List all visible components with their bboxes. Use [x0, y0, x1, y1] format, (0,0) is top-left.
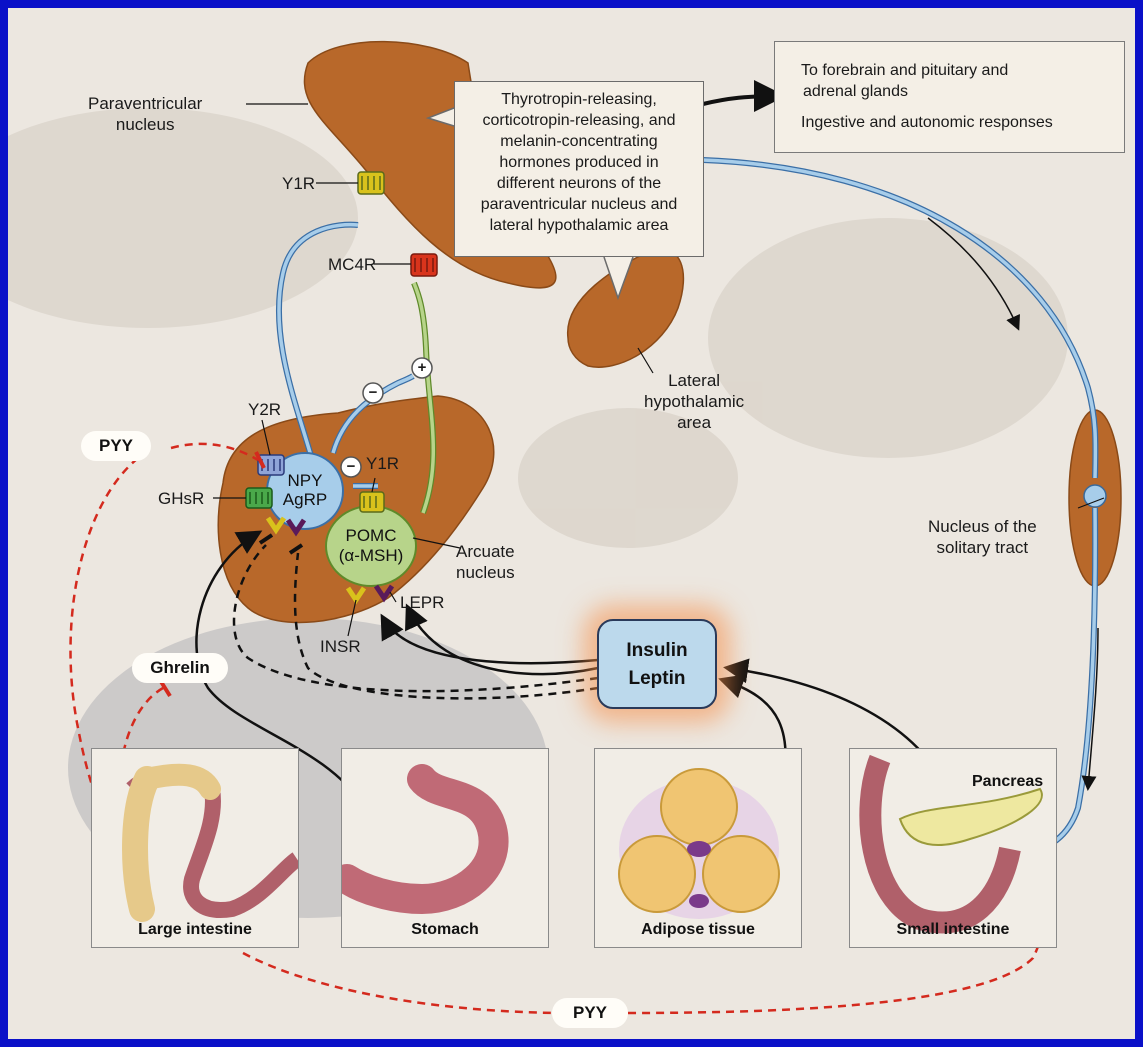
- pancreas-label: Pancreas: [972, 773, 1043, 791]
- lateral-hypothalamic-area-label: Lateral hypothalamic area: [644, 370, 744, 433]
- npy-label: NPY: [280, 471, 330, 491]
- callout-line: Thyrotropin-releasing,: [455, 89, 703, 110]
- insr-label: INSR: [320, 636, 361, 657]
- pomc-label: POMC: [331, 526, 411, 546]
- diagram-canvas: Paraventricular nucleus Y1R MC4R Y2R PYY…: [8, 8, 1135, 1039]
- y1r-mid-label: Y1R: [366, 453, 399, 474]
- callout-line: corticotropin-releasing, and: [455, 110, 703, 131]
- y2r-label: Y2R: [248, 399, 281, 420]
- y1r-receptor-mid: [360, 492, 384, 512]
- lepr-label: LEPR: [400, 592, 444, 613]
- insulin-label: Insulin: [599, 637, 715, 665]
- leptin-label: Leptin: [599, 665, 715, 693]
- callout-line: hormones produced in: [455, 152, 703, 173]
- hormone-callout: Thyrotropin-releasing, corticotropin-rel…: [454, 81, 704, 257]
- adipose-panel: Adipose tissue: [594, 748, 802, 948]
- nts-line: Nucleus of the solitary tract: [928, 517, 1037, 557]
- callout-line: different neurons of the: [455, 173, 703, 194]
- callout-line: melanin-concentrating: [455, 131, 703, 152]
- y1r-receptor-top: [358, 172, 384, 194]
- arcuate-line: Arcuate nucleus: [456, 542, 515, 582]
- arcuate-nucleus-label: Arcuate nucleus: [456, 541, 515, 583]
- mc4r-receptor: [411, 254, 437, 276]
- mc4r-label: MC4R: [328, 254, 376, 275]
- callout-line: paraventricular nucleus and: [455, 194, 703, 215]
- agrp-label: AgRP: [276, 490, 334, 510]
- plus-sign: +: [415, 357, 429, 378]
- output-box: To forebrain and pituitary and adrenal g…: [774, 41, 1125, 153]
- paraventricular-line: Paraventricular nucleus: [88, 94, 202, 134]
- stomach-panel: Stomach: [341, 748, 549, 948]
- adipose-caption: Adipose tissue: [595, 921, 801, 939]
- output-line-3: Ingestive and autonomic responses: [801, 112, 1124, 133]
- amsh-label: (α-MSH): [326, 546, 416, 566]
- large-intestine-panel: Large intestine: [91, 748, 299, 948]
- ghsr-label: GHsR: [158, 488, 204, 509]
- minus-sign-1: −: [366, 382, 380, 403]
- large-intestine-caption: Large intestine: [92, 921, 298, 939]
- nts-neuron: [1084, 485, 1106, 507]
- nts-label: Nucleus of the solitary tract: [928, 516, 1037, 558]
- stomach-illustration: [342, 749, 549, 948]
- insulin-leptin-box: Insulin Leptin: [597, 619, 717, 709]
- output-line-2: adrenal glands: [801, 81, 1124, 102]
- large-intestine-illustration: [92, 749, 299, 948]
- callout-line: lateral hypothalamic area: [455, 215, 703, 236]
- pyy-top-label: PYY: [81, 431, 151, 461]
- ghsr-receptor: [246, 488, 272, 508]
- ghrelin-label: Ghrelin: [132, 653, 228, 683]
- output-line-1: To forebrain and pituitary and: [801, 60, 1124, 81]
- y1r-top-label: Y1R: [282, 173, 315, 194]
- paraventricular-nucleus-label: Paraventricular nucleus: [88, 93, 202, 135]
- small-intestine-panel: Small intestine Pancreas: [849, 748, 1057, 948]
- adipose-illustration: [595, 749, 802, 948]
- stomach-caption: Stomach: [342, 921, 548, 939]
- pyy-bottom-label: PYY: [552, 998, 628, 1028]
- small-intestine-caption: Small intestine: [850, 921, 1056, 939]
- minus-sign-2: −: [344, 456, 358, 477]
- lateral-line: Lateral hypothalamic area: [644, 371, 744, 432]
